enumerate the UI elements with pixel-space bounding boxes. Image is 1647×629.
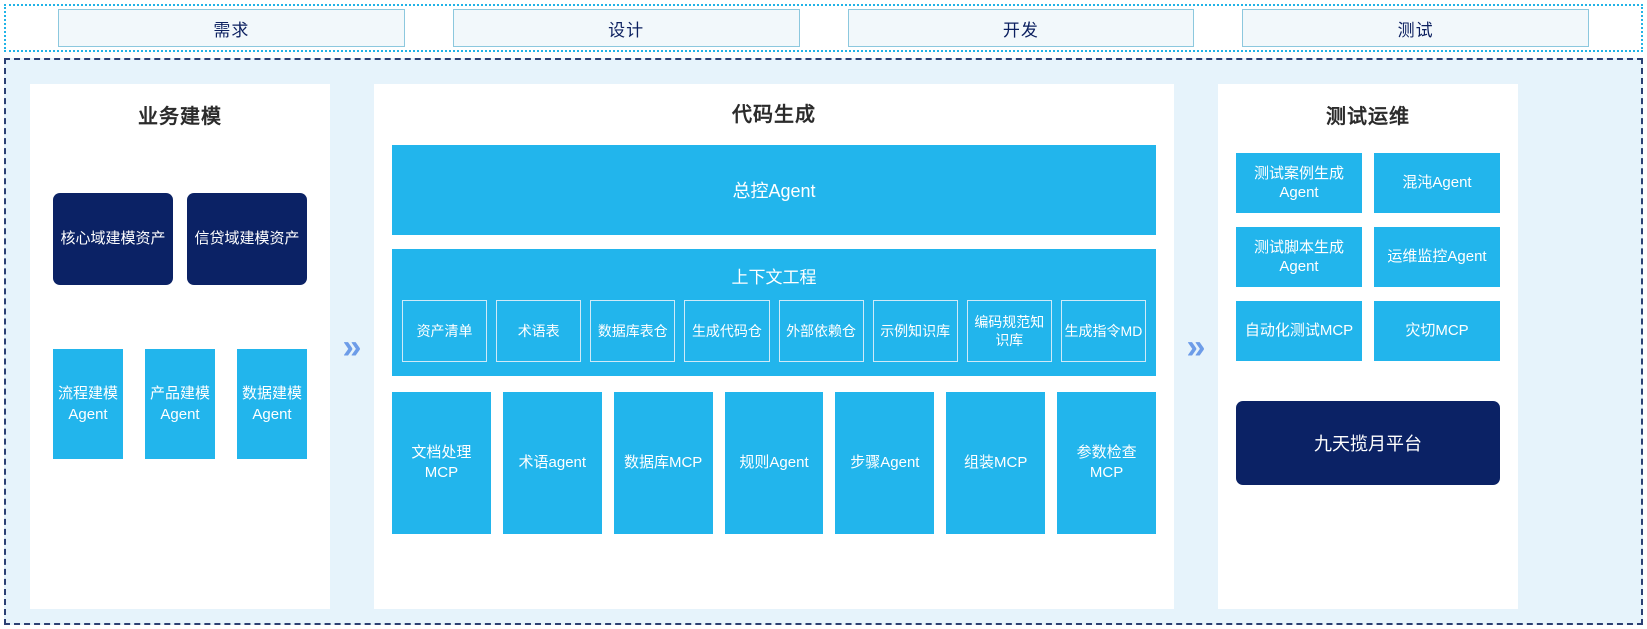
context-item-generated-code-repo[interactable]: 生成代码仓 bbox=[684, 300, 770, 362]
tool-label: 参数检查MCP bbox=[1076, 443, 1137, 481]
stage-list: 需求 设计 开发 测试 bbox=[6, 6, 1641, 50]
chevron-right-icon: » bbox=[342, 327, 362, 366]
agent-data-modeling[interactable]: 数据建模Agent bbox=[237, 349, 307, 459]
context-item-example-knowledge-base[interactable]: 示例知识库 bbox=[872, 300, 958, 362]
test-item-label: 测试脚本生成Agent bbox=[1253, 238, 1344, 276]
panel-business-modeling: 业务建模 核心域建模资产 信贷域建模资产 流程建模Agent 产品建模Agent… bbox=[30, 84, 330, 609]
tool-parameter-check-mcp[interactable]: 参数检查MCP bbox=[1057, 392, 1157, 534]
tool-database-mcp[interactable]: 数据库MCP bbox=[613, 392, 713, 534]
panel-title-business-modeling: 业务建模 bbox=[138, 106, 222, 128]
test-item-label: 测试案例生成Agent bbox=[1253, 164, 1344, 202]
test-item-label: 灾切MCP bbox=[1405, 322, 1469, 340]
asset-credit-domain[interactable]: 信贷域建模资产 bbox=[187, 193, 307, 285]
tool-label: 组装MCP bbox=[964, 453, 1028, 471]
context-item-db-table-repo[interactable]: 数据库表仓 bbox=[590, 300, 676, 362]
context-item-label: 示例知识库 bbox=[880, 322, 951, 339]
chevron-right-icon: » bbox=[1186, 327, 1206, 366]
stage-label: 需求 bbox=[213, 20, 250, 40]
context-engineering-items: 资产清单 术语表 数据库表仓 生成代码仓 外部依赖仓 示例知 bbox=[402, 300, 1146, 362]
context-item-label: 资产清单 bbox=[416, 322, 473, 339]
agent-product-modeling[interactable]: 产品建模Agent bbox=[145, 349, 215, 459]
context-item-glossary[interactable]: 术语表 bbox=[496, 300, 582, 362]
code-generation-tool-row: 文档处理MCP 术语agent 数据库MCP 规则Agent 步骤Agent 组… bbox=[392, 392, 1157, 534]
tool-step-agent[interactable]: 步骤Agent bbox=[835, 392, 935, 534]
tool-label: 规则Agent bbox=[739, 453, 809, 471]
test-item-script-generation-agent[interactable]: 测试脚本生成Agent bbox=[1236, 227, 1362, 287]
context-item-label: 外部依赖仓 bbox=[786, 322, 857, 339]
panel-title-code-generation: 代码生成 bbox=[732, 104, 816, 126]
context-item-label: 数据库表仓 bbox=[597, 322, 668, 339]
panel-title-test-operations: 测试运维 bbox=[1326, 106, 1410, 128]
tool-label: 数据库MCP bbox=[623, 453, 703, 471]
tool-label: 术语agent bbox=[518, 453, 587, 471]
test-item-label: 自动化测试MCP bbox=[1244, 322, 1354, 340]
tool-label: 文档处理MCP bbox=[411, 443, 472, 481]
context-item-label: 编码规范知识库 bbox=[974, 313, 1045, 348]
test-item-label: 运维监控Agent bbox=[1387, 248, 1487, 266]
test-operations-grid: 测试案例生成Agent 混沌Agent 测试脚本生成Agent 运维监控Agen… bbox=[1236, 153, 1500, 361]
context-engineering-title: 上下文工程 bbox=[731, 268, 817, 287]
master-control-agent[interactable]: 总控Agent bbox=[392, 145, 1156, 235]
test-item-disaster-switch-mcp[interactable]: 灾切MCP bbox=[1374, 301, 1500, 361]
asset-core-domain[interactable]: 核心域建模资产 bbox=[53, 193, 173, 285]
context-item-asset-list[interactable]: 资产清单 bbox=[402, 300, 488, 362]
context-item-label: 生成指令MD bbox=[1064, 322, 1143, 339]
lifecycle-stage-strip: 需求 设计 开发 测试 bbox=[4, 4, 1643, 52]
test-item-case-generation-agent[interactable]: 测试案例生成Agent bbox=[1236, 153, 1362, 213]
agent-label: 数据建模Agent bbox=[241, 385, 302, 423]
business-asset-row: 核心域建模资产 信贷域建模资产 bbox=[30, 193, 330, 285]
master-control-agent-label: 总控Agent bbox=[732, 181, 816, 201]
platform-jiutian-lanyue[interactable]: 九天揽月平台 bbox=[1236, 401, 1500, 485]
tool-document-processing-mcp[interactable]: 文档处理MCP bbox=[392, 392, 491, 534]
context-item-label: 生成代码仓 bbox=[691, 322, 762, 339]
context-item-label: 术语表 bbox=[517, 322, 560, 339]
test-item-ops-monitoring-agent[interactable]: 运维监控Agent bbox=[1374, 227, 1500, 287]
test-item-label: 混沌Agent bbox=[1402, 174, 1472, 192]
main-architecture-area: 业务建模 核心域建模资产 信贷域建模资产 流程建模Agent 产品建模Agent… bbox=[4, 58, 1643, 625]
stage-box-testing[interactable]: 测试 bbox=[1242, 9, 1589, 47]
stage-box-design[interactable]: 设计 bbox=[452, 9, 800, 47]
tool-label: 步骤Agent bbox=[850, 453, 920, 471]
tool-glossary-agent[interactable]: 术语agent bbox=[502, 392, 602, 534]
test-item-chaos-agent[interactable]: 混沌Agent bbox=[1374, 153, 1500, 213]
agent-label: 产品建模Agent bbox=[149, 385, 210, 423]
stage-label: 设计 bbox=[608, 20, 645, 40]
panel-test-operations: 测试运维 测试案例生成Agent 混沌Agent 测试脚本生成Agent 运维监… bbox=[1218, 84, 1518, 609]
context-item-generation-instruction-md[interactable]: 生成指令MD bbox=[1060, 300, 1146, 362]
agent-label: 流程建模Agent bbox=[57, 385, 118, 423]
stage-box-development[interactable]: 开发 bbox=[847, 9, 1195, 47]
stage-box-requirement[interactable]: 需求 bbox=[58, 9, 405, 47]
asset-label: 信贷域建模资产 bbox=[194, 229, 300, 247]
tool-assembly-mcp[interactable]: 组装MCP bbox=[946, 392, 1046, 534]
stage-label: 测试 bbox=[1397, 20, 1434, 40]
stage-label: 开发 bbox=[1002, 20, 1039, 40]
tool-rule-agent[interactable]: 规则Agent bbox=[724, 392, 824, 534]
context-item-coding-standard-knowledge-base[interactable]: 编码规范知识库 bbox=[966, 300, 1052, 362]
platform-label: 九天揽月平台 bbox=[1314, 434, 1422, 454]
business-agent-row: 流程建模Agent 产品建模Agent 数据建模Agent bbox=[30, 349, 330, 459]
agent-process-modeling[interactable]: 流程建模Agent bbox=[53, 349, 123, 459]
asset-label: 核心域建模资产 bbox=[60, 229, 166, 247]
test-item-automation-test-mcp[interactable]: 自动化测试MCP bbox=[1236, 301, 1362, 361]
context-item-external-dependency-repo[interactable]: 外部依赖仓 bbox=[778, 300, 864, 362]
context-engineering-block: 上下文工程 资产清单 术语表 数据库表仓 生成代码仓 外部依赖仓 bbox=[392, 249, 1156, 376]
panel-code-generation: 代码生成 总控Agent 上下文工程 资产清单 术语表 数据库表仓 bbox=[374, 84, 1174, 609]
